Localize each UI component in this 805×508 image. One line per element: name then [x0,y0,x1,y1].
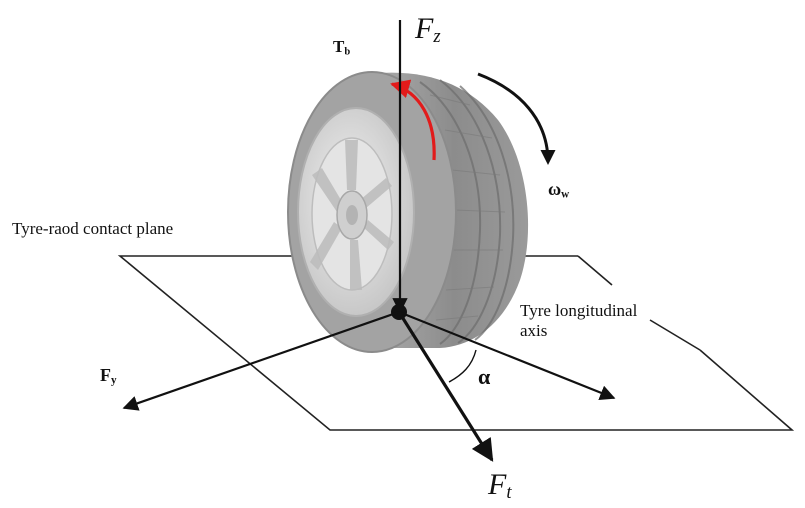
omega-w-label: ωw [548,179,570,201]
contact-plane-label: Tyre-raod contact plane [12,219,174,238]
longitudinal-axis-label-line1: Tyre longitudinal [520,301,638,320]
fz-label: Fz [415,12,441,48]
slip-angle-arc [448,349,477,383]
angular-velocity-arrow [477,72,556,165]
alpha-label: α [478,364,491,389]
contact-plane [117,255,795,431]
tb-label: Tb [333,37,351,58]
fy-label: Fy [100,365,117,387]
longitudinal-axis-label-line2: axis [520,321,548,340]
ft-label: Ft [488,468,512,504]
longitudinal-axis-vector [398,310,616,401]
fy-vector [122,310,400,411]
ft-vector [397,311,494,462]
tyre [287,71,529,353]
